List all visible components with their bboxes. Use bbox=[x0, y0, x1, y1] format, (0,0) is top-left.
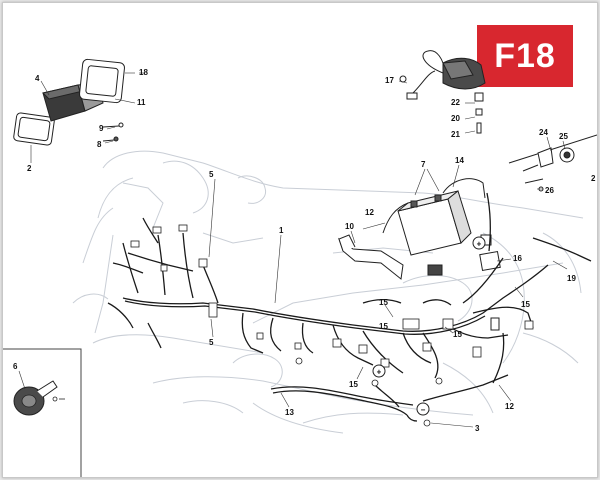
callout-8: 8 bbox=[97, 140, 102, 149]
callout-20: 20 bbox=[451, 114, 460, 123]
lamp-module bbox=[399, 50, 486, 134]
callout-15-mid-upper: 15 bbox=[379, 298, 388, 307]
callout-12-upper: 12 bbox=[365, 208, 374, 217]
positive-terminal-label: + bbox=[477, 240, 482, 249]
relay-block bbox=[427, 234, 501, 331]
switch-module bbox=[508, 134, 597, 192]
callout-15-center: 15 bbox=[453, 330, 462, 339]
callout-25: 25 bbox=[559, 132, 568, 141]
callout-5-lower: 5 bbox=[209, 338, 214, 347]
callout-15-lower: 15 bbox=[349, 380, 358, 389]
wiring-harness bbox=[107, 192, 592, 384]
callout-26: 26 bbox=[545, 186, 554, 195]
wiring-diagram: + + − 4 2 18 11 9 8 1 5 5 6 10 12 7 14 1… bbox=[3, 50, 597, 477]
callout-18: 18 bbox=[139, 68, 148, 77]
callout-9: 9 bbox=[99, 124, 104, 133]
callout-2-right: 2 bbox=[591, 174, 596, 183]
polarity-markers: + + − bbox=[372, 236, 486, 416]
callout-17: 17 bbox=[385, 76, 394, 85]
callout-19: 19 bbox=[567, 274, 576, 283]
callout-21: 21 bbox=[451, 130, 460, 139]
callout-12-lower: 12 bbox=[505, 402, 514, 411]
callout-3: 3 bbox=[475, 424, 480, 433]
callout-16: 16 bbox=[513, 254, 522, 263]
callout-1: 1 bbox=[279, 226, 284, 235]
callout-22: 22 bbox=[451, 98, 460, 107]
negative-terminal-label: − bbox=[421, 406, 426, 415]
horn-inset bbox=[3, 348, 82, 477]
callout-10: 10 bbox=[345, 222, 354, 231]
callout-13: 13 bbox=[285, 408, 294, 417]
callout-11: 11 bbox=[137, 98, 146, 107]
callout-4: 4 bbox=[35, 74, 40, 83]
battery-bracket bbox=[338, 234, 404, 280]
positive-terminal-label-lower: + bbox=[377, 368, 382, 377]
callout-7: 7 bbox=[421, 160, 426, 169]
section-badge: F18 bbox=[477, 25, 573, 87]
callout-labels: 4 2 18 11 9 8 1 5 5 6 10 12 7 14 17 22 2… bbox=[13, 68, 596, 433]
callout-14: 14 bbox=[455, 156, 464, 165]
headlight-assembly bbox=[13, 58, 125, 146]
leader-lines bbox=[18, 72, 568, 428]
callout-15-right: 15 bbox=[521, 300, 530, 309]
callout-6: 6 bbox=[13, 362, 18, 371]
battery bbox=[382, 178, 486, 256]
callout-24: 24 bbox=[539, 128, 548, 137]
harness-connectors bbox=[130, 224, 534, 427]
callout-15-mid: 15 bbox=[379, 322, 388, 331]
lower-cables bbox=[270, 374, 509, 422]
callout-2: 2 bbox=[27, 164, 32, 173]
callout-5-upper: 5 bbox=[209, 170, 214, 179]
